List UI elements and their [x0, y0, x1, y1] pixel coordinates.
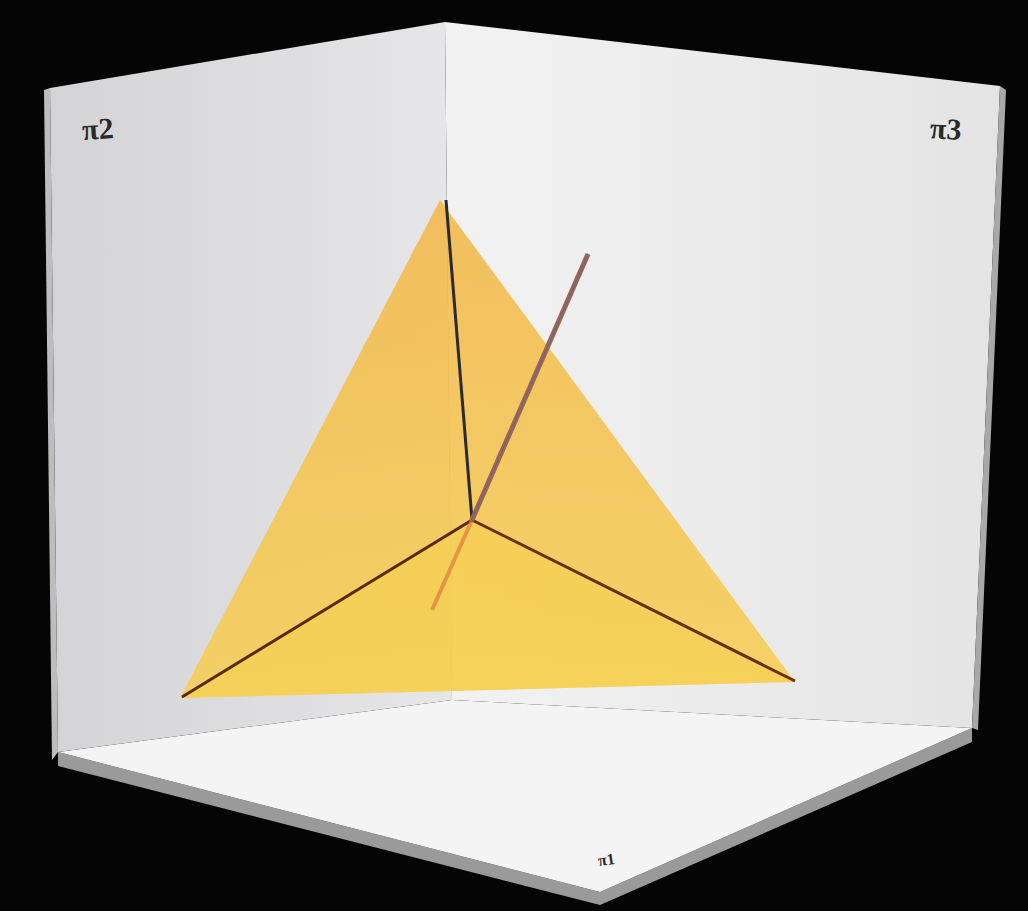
plane-label: π1 — [597, 851, 616, 869]
trace-line — [182, 520, 472, 697]
trace-line — [446, 200, 472, 520]
wall-edge — [972, 86, 1006, 730]
normal-line — [432, 520, 472, 610]
wall-edge — [44, 88, 58, 760]
normal-line — [472, 254, 588, 520]
oblique-plane-lower — [180, 520, 795, 698]
normal-line — [472, 254, 588, 520]
oblique-plane — [180, 200, 795, 698]
plane-label: π2 — [81, 113, 114, 145]
plane-label: π3 — [929, 113, 962, 145]
trace-line — [472, 520, 795, 681]
